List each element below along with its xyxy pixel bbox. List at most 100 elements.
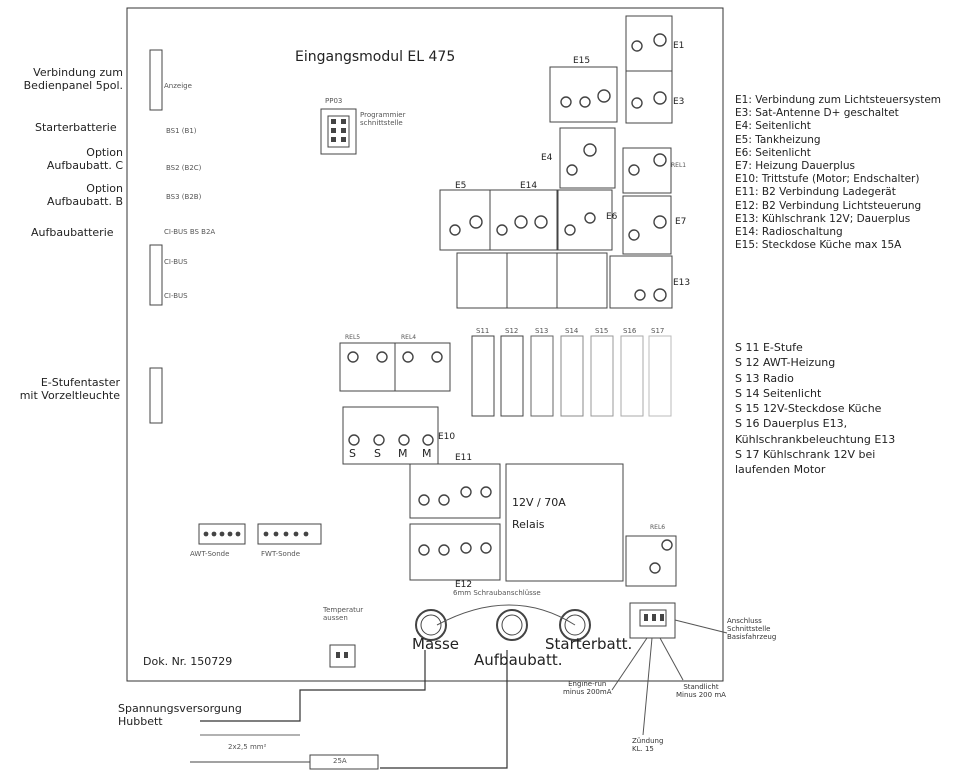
label-starterbatterie: Starterbatterie <box>35 121 117 134</box>
label-estufentaster: E-Stufentaster mit Vorzeltleuchte <box>19 376 120 402</box>
legend-e-item: E10: Trittstufe (Motor; Endschalter) <box>735 173 920 186</box>
legend-s-item: S 14 Seitenlicht <box>735 386 822 400</box>
fuse-label-s13: S13 <box>535 327 549 335</box>
fuse-label-s17: S17 <box>651 327 665 335</box>
relay-block-1 <box>456 252 508 309</box>
label-rel1: REL1 <box>671 162 687 169</box>
relay-rel4 <box>394 342 451 392</box>
relay-rel1 <box>622 147 672 194</box>
label-e12: E12 <box>455 580 473 590</box>
label-e7: E7 <box>675 217 687 227</box>
label-aufbaubatterie: Aufbaubatterie <box>31 226 114 239</box>
legend-e: E1: Verbindung zum Lichtsteuersystem E3:… <box>735 94 941 252</box>
screw-terminals <box>347 33 673 574</box>
label-e5: E5 <box>455 181 467 191</box>
fuse-label-s14: S14 <box>565 327 579 335</box>
connector-e13 <box>609 255 673 309</box>
fuse-label-s15: S15 <box>595 327 609 335</box>
legend-e-item: E3: Sat-Antenne D+ geschaltet <box>735 107 899 120</box>
label-fwt: FWT-Sonde <box>261 550 301 558</box>
legend-e-item: E15: Steckdose Küche max 15A <box>735 239 902 252</box>
legend-s-item: S 11 E-Stufe <box>735 341 803 354</box>
label-bs2: BS2 (B2C) <box>166 164 202 172</box>
legend-s-item: S 15 12V-Steckdose Küche <box>735 402 882 416</box>
relay-block-2 <box>506 252 558 309</box>
label-e15: E15 <box>573 56 591 66</box>
legend-s: S 11 E-Stufe S 12 AWT-Heizung S 13 Radio… <box>735 340 895 478</box>
label-engine-run: Engine-run minus 200mA <box>563 680 612 697</box>
label-cibus-3: CI-BUS <box>164 292 188 300</box>
legend-e-item: E4: Seitenlicht <box>735 120 811 133</box>
label-temperatur: Temperatur aussen <box>323 606 364 623</box>
legend-e-item: E14: Radioschaltung <box>735 226 843 239</box>
module-title: Eingangsmodul EL 475 <box>295 49 456 65</box>
label-cibus-1: CI-BUS BS B2A <box>164 228 216 236</box>
connector-e10 <box>342 406 439 465</box>
relay-rel6 <box>625 535 677 587</box>
programming-header <box>320 108 357 155</box>
label-e6: E6 <box>606 212 618 222</box>
legend-e-item: E7: Heizung Dauerplus <box>735 160 855 173</box>
label-e3: E3 <box>673 97 685 107</box>
fuse-label-s16: S16 <box>623 327 637 335</box>
wire-aufbau <box>380 650 508 769</box>
connector-e11 <box>409 463 501 519</box>
label-relais: 12V / 70A Relais <box>512 496 566 531</box>
stud-starterbatt <box>559 609 591 641</box>
legend-e-item: E6: Seitenlicht <box>735 146 811 159</box>
label-anzeige: Anzeige <box>164 82 192 90</box>
label-bs1: BS1 (B1) <box>166 127 197 135</box>
relay-rel5 <box>339 342 396 392</box>
e10-pin-4: M <box>422 447 432 460</box>
legend-s-item: S 12 AWT-Heizung <box>735 356 836 370</box>
label-rel6: REL6 <box>650 524 666 531</box>
label-spannungsversorgung: Spannungsversorgung Hubbett <box>118 702 242 728</box>
legend-e-item: E12: B2 Verbindung Lichtsteuerung <box>735 199 922 212</box>
legend-e-item: E11: B2 Verbindung Ladegerät <box>735 186 896 199</box>
label-schraub: 6mm Schraubanschlüsse <box>453 589 541 597</box>
label-verbindung: Verbindung zum Bedienpanel 5pol. <box>23 66 123 92</box>
label-awt: AWT-Sonde <box>190 550 230 558</box>
legend-e-item: E5: Tankheizung <box>735 133 821 146</box>
e10-pin-1: S <box>349 447 356 460</box>
fuse-row <box>471 335 672 417</box>
left-edge-connectors <box>149 49 163 424</box>
relay-block-3 <box>556 252 608 309</box>
connector-e15 <box>549 66 618 123</box>
label-standlicht: Standlicht Minus 200 mA <box>676 683 726 700</box>
doc-number: Dok. Nr. 150729 <box>143 655 233 668</box>
connector-e14 <box>489 189 559 251</box>
stud-masse <box>415 609 447 641</box>
connector-e4 <box>559 127 616 189</box>
legend-e-item: E13: Kühlschrank 12V; Dauerplus <box>735 212 911 225</box>
legend-s-item: laufenden Motor <box>735 463 826 477</box>
label-rel5: REL5 <box>345 334 361 341</box>
label-aufbaubatt: Aufbaubatt. <box>474 651 563 669</box>
connector-e7 <box>622 195 672 255</box>
connector-e5 <box>439 189 491 251</box>
connector-e6 <box>556 189 613 251</box>
legend-s-item: S 13 Radio <box>735 371 794 385</box>
e10-pin-3: M <box>398 447 408 460</box>
label-starterbatt: Starterbatt. <box>545 635 633 653</box>
label-kabel: 2x2,5 mm² <box>228 743 267 751</box>
label-cibus-2: CI-BUS <box>164 258 188 266</box>
legend-s-item: S 17 Kühlschrank 12V bei <box>735 448 876 462</box>
label-bs3: BS3 (B2B) <box>166 193 202 201</box>
label-zuendung: Zündung KL. 15 <box>632 737 664 754</box>
legend-s-item: Kühlschrankbeleuchtung E13 <box>735 432 896 446</box>
label-fuse-25a: 25A <box>333 757 347 765</box>
connector-e12 <box>409 523 501 581</box>
fuse-25a <box>309 754 379 770</box>
label-programmier: Programmier schnittstelle <box>360 111 406 128</box>
small-pins <box>203 119 664 658</box>
legend-e-item: E1: Verbindung zum Lichtsteuersystem <box>735 94 942 106</box>
stud-aufbaubatt <box>496 609 528 641</box>
label-pp03: PP03 <box>325 97 343 105</box>
main-relay <box>505 463 624 582</box>
e10-pin-2: S <box>374 447 381 460</box>
connector-e3 <box>625 70 673 124</box>
wire-masse <box>200 650 426 722</box>
label-e14: E14 <box>520 181 538 191</box>
